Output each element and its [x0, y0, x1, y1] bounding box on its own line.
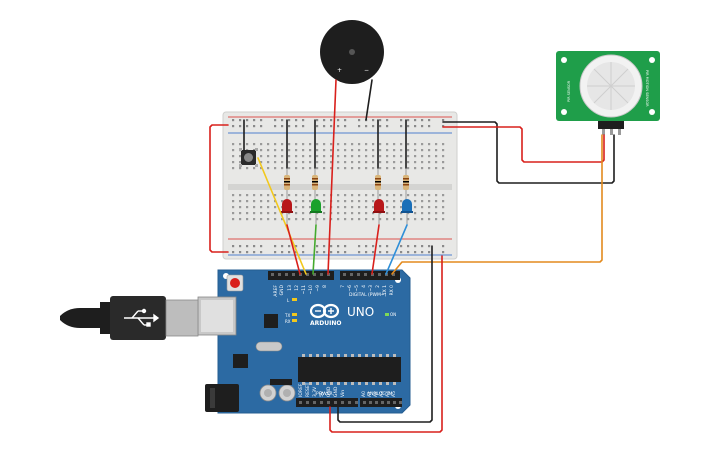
- analog-header-label: ANALOG IN: [367, 391, 392, 397]
- pin-label-13: 13: [287, 285, 293, 291]
- resistor-4[interactable]: [403, 168, 409, 200]
- push-button[interactable]: [239, 148, 258, 167]
- resistor-3[interactable]: [375, 168, 381, 200]
- pin-label-a2: A2: [373, 391, 379, 397]
- pin-label-10: ~10: [308, 285, 314, 295]
- pir-label-left: PIR SENSOR: [567, 80, 571, 102]
- pin-label-a3: A3: [379, 391, 385, 397]
- usb-cable[interactable]: [60, 296, 199, 340]
- led-green[interactable]: [310, 199, 322, 225]
- pin-label-ioref: IOREF: [298, 383, 304, 397]
- dc-power-jack[interactable]: [205, 384, 239, 412]
- pin-label-gnd-2: GND: [333, 386, 339, 397]
- pin-label-a4: A4: [385, 391, 391, 397]
- led-label-tx: TX: [284, 313, 290, 318]
- usb-port[interactable]: [197, 296, 237, 336]
- led-blue[interactable]: [401, 199, 413, 225]
- power-header-label: POWER: [316, 391, 333, 397]
- pin-label-aref: AREF: [273, 285, 279, 297]
- pin-label-3: ~3: [368, 285, 374, 292]
- voltage-regulator: [233, 354, 248, 368]
- pin-label-8: 8: [322, 285, 328, 288]
- led-label-rx: RX: [285, 319, 291, 324]
- resistor-2[interactable]: [312, 168, 318, 200]
- wire-button-signal[interactable]: [257, 157, 307, 275]
- pin-label-a0: A0: [361, 391, 367, 397]
- arduino-uno-board[interactable]: AREF GND 13 12 ~11 ~10 ~9 8 7 ~6 ~5 4 ~3…: [197, 269, 411, 414]
- pin-label-9: ~9: [315, 285, 321, 292]
- pin-label-12: 12: [294, 285, 300, 291]
- wire-led-red2-signal[interactable]: [371, 224, 380, 275]
- crystal-oscillator: [255, 341, 283, 352]
- pin-label-2: 2: [375, 285, 381, 288]
- wire-pir-signal[interactable]: [391, 134, 603, 275]
- wire-5v-to-rail[interactable]: [329, 255, 443, 433]
- pin-label-7: 7: [340, 285, 346, 288]
- atmega-chip: [298, 354, 401, 385]
- led-label-l: L: [287, 298, 290, 303]
- wire-led-blue-signal[interactable]: [385, 224, 408, 275]
- pin-label-a1: A1: [367, 391, 373, 397]
- wire-led-red1-signal[interactable]: [286, 224, 301, 275]
- led-red-2[interactable]: [373, 199, 385, 225]
- buzzer-plus-label: +: [337, 67, 342, 74]
- wire-buzzer-positive[interactable]: [327, 79, 337, 275]
- pin-label-reset: RESET: [305, 382, 311, 397]
- pir-label-right: PIR MOTION SENSOR: [645, 70, 649, 107]
- digital-header-label: DIGITAL (PWM~): [349, 292, 387, 298]
- pin-label-5v: 5V: [319, 390, 325, 397]
- wire-buzzer-negative[interactable]: [365, 79, 373, 121]
- arduino-logo: [309, 303, 340, 319]
- pin-label-6: ~6: [347, 285, 353, 292]
- wire-led-green-signal[interactable]: [312, 224, 317, 275]
- pin-label-5: ~5: [354, 285, 360, 292]
- usb-ic-chip: [264, 314, 278, 328]
- wire-pir-gnd[interactable]: [442, 121, 615, 184]
- pin-label-4: 4: [361, 285, 367, 288]
- breadboard[interactable]: [222, 111, 458, 260]
- wire-pir-vcc[interactable]: [442, 126, 605, 163]
- pin-label-gnd-1: GND: [326, 386, 332, 397]
- piezo-buzzer[interactable]: + −: [320, 20, 384, 84]
- pin-label-vin: Vin: [340, 390, 346, 397]
- pin-label-3v3: 3.3V: [312, 386, 318, 397]
- digital-header-low: [340, 271, 400, 280]
- on-led-label: ON: [390, 312, 396, 317]
- buzzer-minus-label: −: [364, 67, 369, 74]
- model-label: UNO: [347, 305, 374, 319]
- pin-label-1: TX 1: [382, 285, 388, 296]
- resistor-1[interactable]: [284, 168, 290, 200]
- led-red-1[interactable]: [281, 199, 293, 225]
- usb-symbol-icon: [124, 308, 160, 327]
- pin-label-0: RX 0: [389, 285, 395, 296]
- pir-sensor[interactable]: PIR MOTION SENSOR PIR SENSOR: [556, 51, 660, 135]
- wire-gnd-to-rail[interactable]: [337, 245, 433, 423]
- wire-left-rail-power[interactable]: [209, 124, 229, 253]
- reset-button[interactable]: [226, 274, 244, 292]
- pin-label-11: ~11: [301, 285, 307, 295]
- brand-label: ARDUINO: [310, 320, 341, 327]
- pin-label-a5: A5: [391, 391, 397, 397]
- pin-label-gnd: GND: [279, 284, 285, 295]
